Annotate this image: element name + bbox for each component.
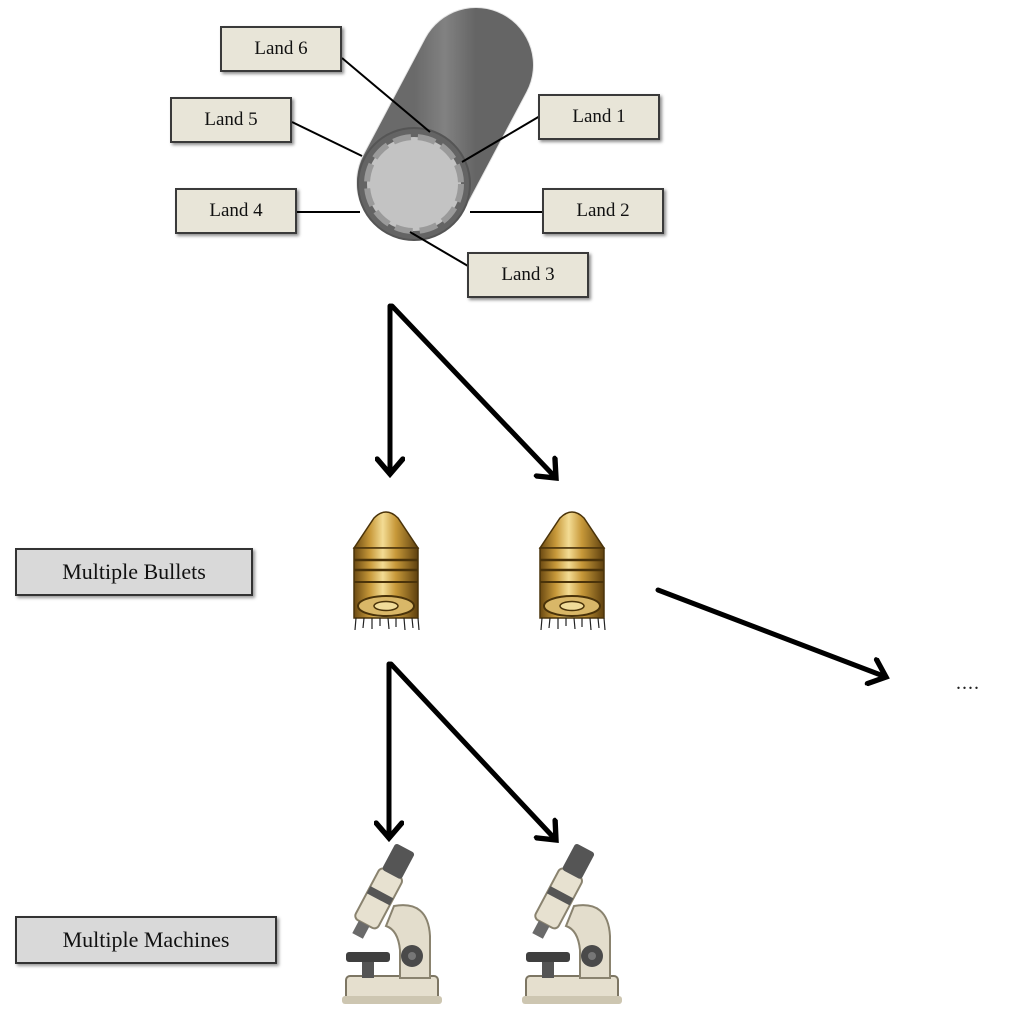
land-6-label: Land 6 bbox=[220, 26, 342, 72]
arrows bbox=[388, 303, 886, 840]
land-1-label: Land 1 bbox=[538, 94, 660, 140]
arrow-bullets-continue bbox=[655, 587, 886, 677]
bullet-icon bbox=[538, 510, 607, 632]
land-5-label: Land 5 bbox=[170, 97, 292, 143]
arrow-bullet-to-machine-2 bbox=[388, 661, 556, 840]
land-2-label: Land 2 bbox=[542, 188, 664, 234]
land-4-label: Land 4 bbox=[175, 188, 297, 234]
gun-barrel-icon bbox=[356, 7, 534, 241]
multiple-bullets-label: Multiple Bullets bbox=[15, 548, 253, 596]
arrow-barrel-to-bullet-2 bbox=[389, 303, 556, 478]
continuation-ellipsis: .... bbox=[956, 672, 980, 694]
microscope-icon bbox=[342, 843, 442, 1004]
microscope-icon bbox=[521, 840, 623, 1005]
land-3-label: Land 3 bbox=[467, 252, 589, 298]
bullet-icon bbox=[352, 511, 420, 631]
land-connectors bbox=[291, 57, 542, 267]
multiple-machines-label: Multiple Machines bbox=[15, 916, 277, 964]
